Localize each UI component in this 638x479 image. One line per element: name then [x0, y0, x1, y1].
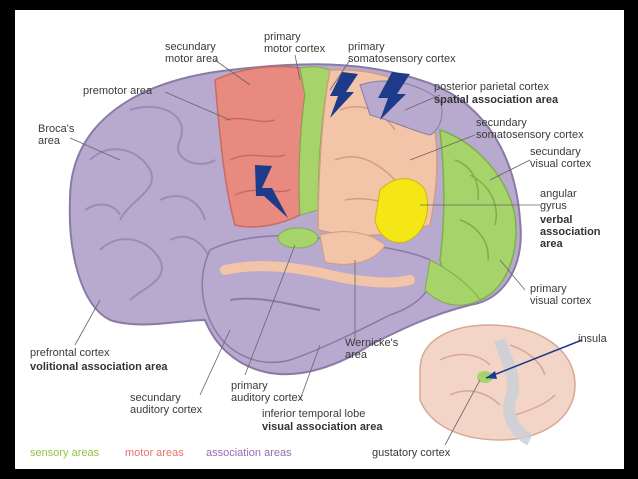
label-visual-association: visual association area	[262, 421, 382, 433]
legend-motor: motor areas	[125, 447, 184, 459]
legend-association: association areas	[206, 447, 292, 459]
primary-auditory-shape	[278, 228, 318, 248]
label-spatial-association: spatial association area	[434, 94, 558, 106]
legend-sensory: sensory areas	[30, 447, 99, 459]
label-prefrontal: prefrontal cortex	[30, 347, 109, 359]
label-volitional-association: volitional association area	[30, 361, 168, 373]
label-inferior-temporal: inferior temporal lobe	[262, 408, 365, 420]
label-premotor: premotor area	[83, 85, 152, 97]
label-gustatory: gustatory cortex	[372, 447, 450, 459]
label-insula: insula	[578, 333, 607, 345]
label-posterior-parietal: posterior parietal cortex	[434, 81, 549, 93]
insula-inset	[420, 325, 582, 440]
